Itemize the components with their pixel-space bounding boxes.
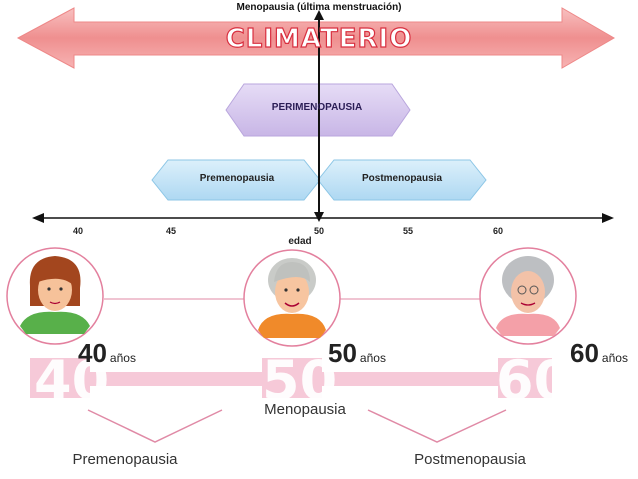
premenopause-label: Premenopausia <box>199 173 275 184</box>
axis-tick-45: 45 <box>165 226 176 236</box>
axis-tick-50: 50 <box>313 226 324 236</box>
perimenopause-label: PERIMENOPAUSIA <box>271 102 363 113</box>
axis-tick-60: 60 <box>492 226 503 236</box>
band-number-40: 40 <box>34 349 110 412</box>
band-block-60 <box>498 358 552 398</box>
band-number-50: 50 <box>262 349 338 412</box>
axis-tick-55: 55 <box>402 226 413 236</box>
postmenopause-hexagon <box>317 159 487 201</box>
age-axis-left-arrow <box>32 213 44 223</box>
premenopause-bottom-label: Premenopausia <box>72 451 178 468</box>
woman-60-portrait <box>479 247 577 345</box>
climaterio-banner-label: CLIMATERIO <box>225 23 413 54</box>
band-block-40 <box>30 358 90 398</box>
axis-label: edad <box>288 236 312 247</box>
menopause-title: Menopausia (última menstruación) <box>236 2 402 13</box>
menopause-marker-arrowhead-bottom <box>314 212 324 222</box>
band-number-60: 60 <box>496 349 572 412</box>
climaterio-arrow <box>16 7 616 69</box>
menopause-bottom-label: Menopausia <box>264 401 346 418</box>
postmenopause-chevron <box>367 409 507 443</box>
postmenopause-label: Postmenopausia <box>361 173 443 184</box>
menopause-marker-arrowhead-top <box>314 10 324 20</box>
axis-tick-40: 40 <box>72 226 83 236</box>
woman-40-portrait <box>6 247 104 345</box>
premenopause-chevron <box>87 409 223 443</box>
age-axis-right-arrow <box>602 213 614 223</box>
woman-50-portrait <box>243 249 341 347</box>
postmenopause-bottom-label: Postmenopausia <box>414 451 526 468</box>
band-block-50 <box>262 358 322 398</box>
